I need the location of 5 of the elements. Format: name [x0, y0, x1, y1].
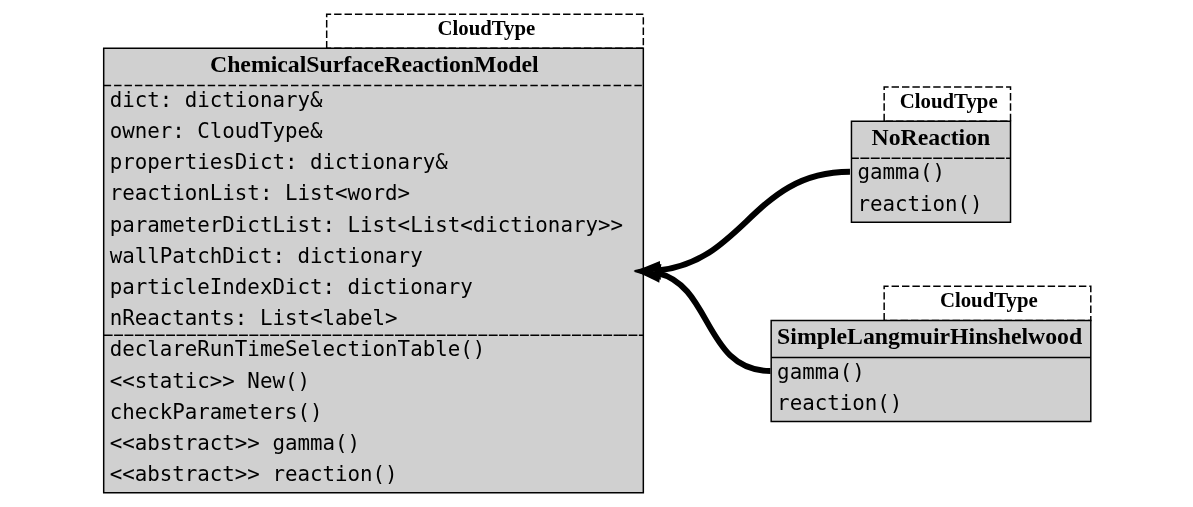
node-label: CloudType	[939, 288, 1038, 313]
arrow	[633, 264, 771, 374]
node-label: CloudType	[899, 89, 998, 114]
arrow	[633, 168, 851, 280]
node-label: CloudType	[437, 16, 536, 41]
